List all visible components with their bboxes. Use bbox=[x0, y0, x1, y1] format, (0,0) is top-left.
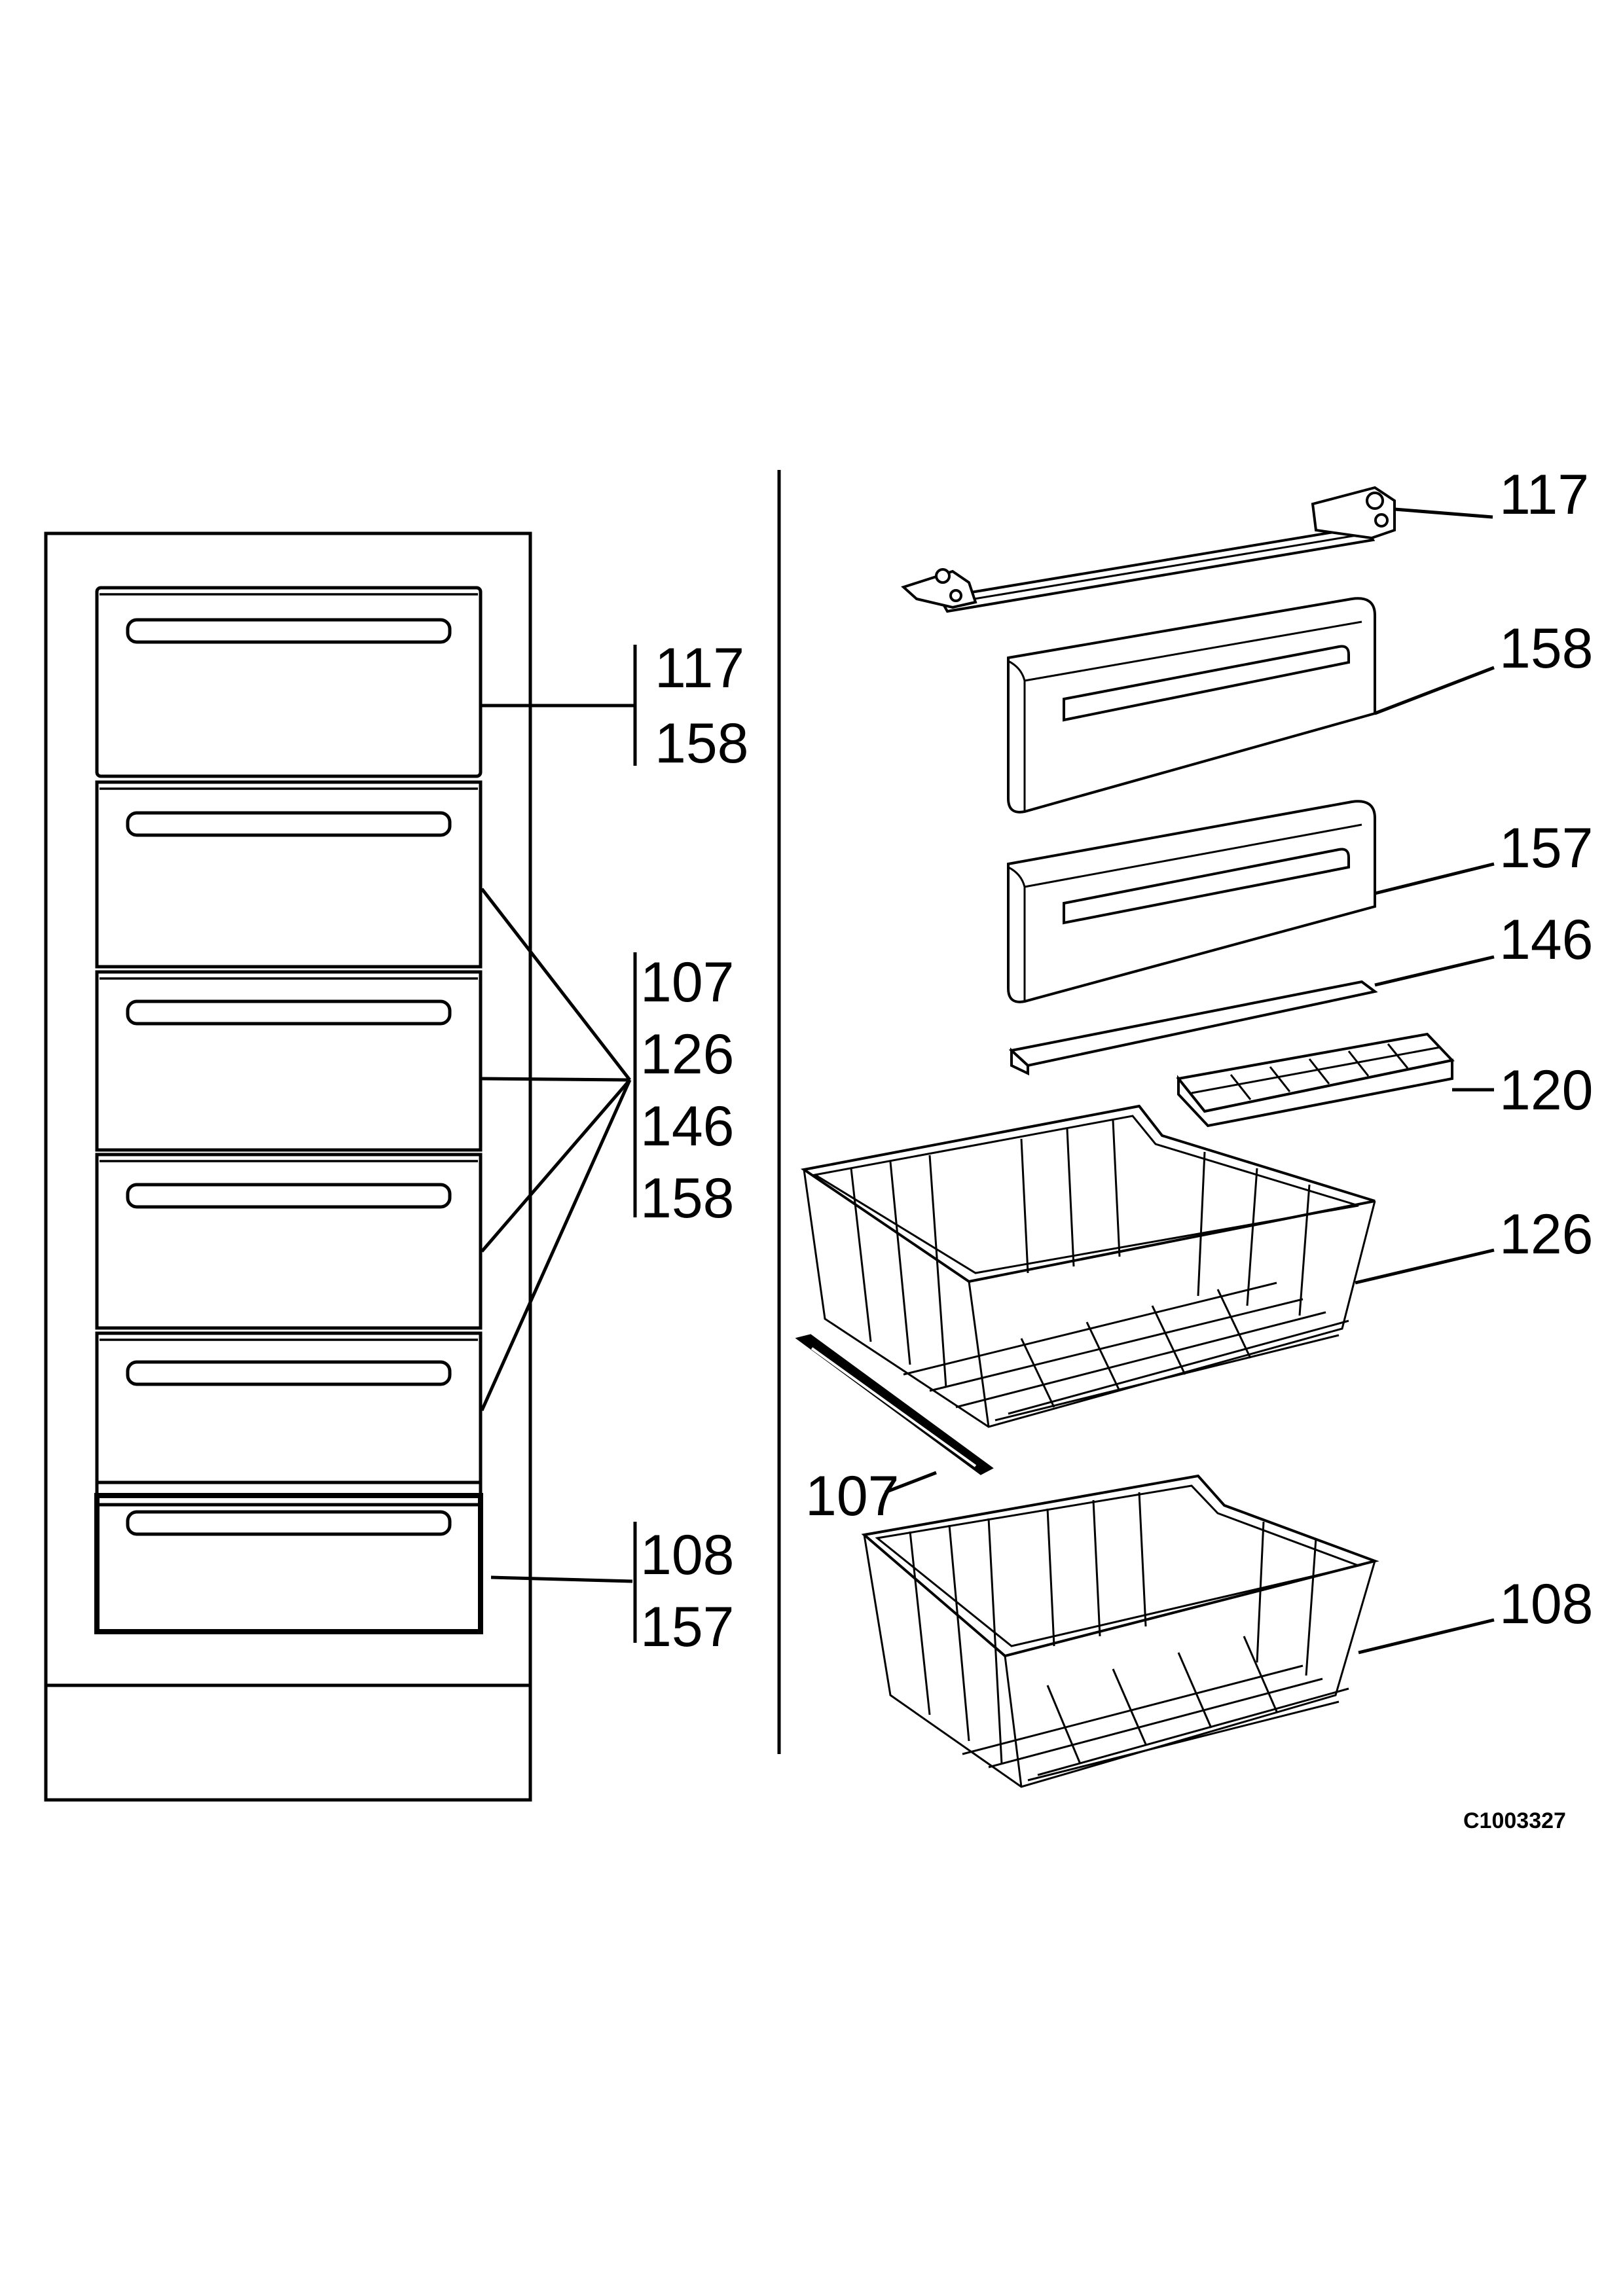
drawer-6 bbox=[94, 1480, 483, 1634]
drawer-rail: 117 bbox=[901, 463, 1589, 613]
callout-label: 107 bbox=[640, 951, 735, 1014]
ice-tray-120: 120 bbox=[1176, 1032, 1594, 1128]
part-label-120: 120 bbox=[1499, 1059, 1594, 1122]
callout-label: 157 bbox=[640, 1596, 735, 1659]
callout-label: 117 bbox=[655, 637, 744, 700]
part-label-117: 117 bbox=[1499, 463, 1589, 526]
drawer-front-158: 158 bbox=[1007, 597, 1594, 814]
callout-label: 146 bbox=[640, 1095, 735, 1158]
part-label-107: 107 bbox=[805, 1465, 900, 1528]
part-label-108: 108 bbox=[1499, 1573, 1594, 1636]
callout-group-middle: 107 126 146 158 bbox=[480, 888, 735, 1412]
part-label-157: 157 bbox=[1499, 817, 1594, 880]
callout-group-top: 117 158 bbox=[482, 637, 749, 775]
part-label-146: 146 bbox=[1499, 908, 1594, 971]
drawer-1 bbox=[95, 586, 483, 778]
part-label-126: 126 bbox=[1499, 1203, 1594, 1266]
drawing-code: C1003327 bbox=[1463, 1808, 1566, 1833]
callout-label: 158 bbox=[640, 1167, 735, 1230]
exploded-components: 117 158 157 146 bbox=[795, 463, 1594, 1788]
callout-group-bottom: 108 157 bbox=[490, 1522, 735, 1659]
callout-label: 158 bbox=[655, 712, 749, 775]
wire-basket-108: 108 bbox=[861, 1474, 1594, 1788]
drawer-4 bbox=[95, 1153, 483, 1330]
wire-basket-126: 126 bbox=[800, 1104, 1594, 1428]
slide-plate-107: 107 bbox=[795, 1334, 994, 1528]
callout-label: 108 bbox=[640, 1524, 735, 1587]
profile-strip-146: 146 bbox=[1008, 908, 1594, 1076]
drawer-front-157: 157 bbox=[1007, 800, 1594, 1003]
drawer-3 bbox=[95, 970, 483, 1152]
freezer-cabinet-front-view: 117 158 107 126 146 158 108 157 bbox=[44, 531, 749, 1802]
drawer-5 bbox=[95, 1331, 483, 1507]
drawer-2 bbox=[95, 780, 483, 969]
part-label-158: 158 bbox=[1499, 617, 1594, 680]
callout-label: 126 bbox=[640, 1023, 735, 1086]
